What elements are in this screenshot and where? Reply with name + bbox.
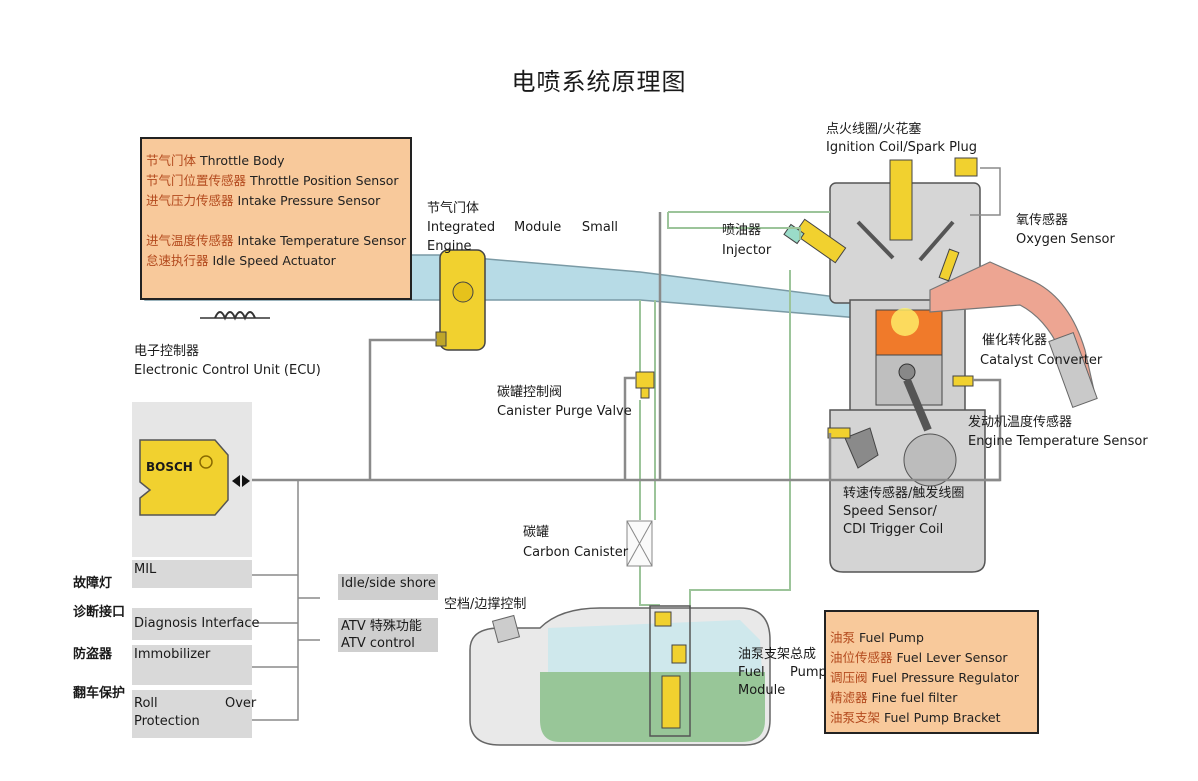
ecu-label-zh: 电子控制器 (134, 344, 200, 359)
temp-label-en: Engine Temperature Sensor (968, 434, 1148, 449)
oxygen-sensor-icon (938, 248, 960, 282)
temp-sensor-icon (952, 375, 974, 387)
fuel-info-box: 油泵 Fuel Pump 油位传感器 Fuel Lever Sensor 调压阀… (824, 610, 1039, 734)
fuel-row: 油泵支架 Fuel Pump Bracket (830, 710, 1001, 725)
neutral-label-zh: 空档/边撑控制 (444, 597, 527, 612)
bosch-logo: BOSCH (146, 460, 193, 474)
ignition-label-en: Ignition Coil/Spark Plug (826, 140, 978, 155)
speed-label-en2: CDI Trigger Coil (843, 522, 944, 537)
immo-bar (132, 645, 252, 685)
temp-label-zh: 发动机温度传感器 (968, 415, 1073, 430)
diag-label-en: Diagnosis Interface (134, 616, 260, 631)
purge-label-en: Canister Purge Valve (497, 404, 632, 419)
injector-icon (783, 218, 847, 264)
roll-label-en2: Over (225, 696, 257, 711)
canister-label-zh: 碳罐 (523, 525, 550, 540)
injector-label-zh: 喷油器 (722, 223, 762, 238)
roll-label-en1: Roll (134, 696, 158, 711)
mil-bar (132, 560, 252, 588)
speed-label-zh: 转速传感器/触发线圈 (843, 486, 965, 501)
roll-label-zh: 翻车保护 (73, 686, 126, 701)
catalyst-label-zh: 催化转化器 (982, 333, 1048, 348)
canister-label-en: Carbon Canister (523, 545, 629, 560)
throttle-body-icon (435, 249, 486, 351)
throttle-row: 节气门位置传感器 Throttle Position Sensor (146, 173, 399, 188)
module-small-label: Module Small (514, 220, 619, 235)
fuel-tank-icon (469, 605, 771, 746)
idle-side-label: Idle/side shore (341, 576, 436, 591)
throttle-row: 节气门体 Throttle Body (146, 153, 285, 168)
oxygen-label-en: Oxygen Sensor (1016, 232, 1115, 247)
carbon-canister-icon (626, 520, 653, 567)
fuel-row: 油位传感器 Fuel Lever Sensor (830, 650, 1008, 665)
engine-label: Engine (427, 239, 472, 254)
ecu-icon (139, 439, 229, 516)
ignition-label-zh: 点火线圈/火花塞 (826, 122, 922, 137)
purge-valve-icon (635, 371, 655, 399)
throttle-row: 进气压力传感器 Intake Pressure Sensor (146, 193, 381, 208)
immo-label-zh: 防盗器 (73, 647, 113, 662)
throttle-row: 怠速执行器 Idle Speed Actuator (146, 253, 336, 268)
pump-label-en3: Module (738, 683, 786, 698)
purge-label-zh: 碳罐控制阀 (497, 385, 563, 400)
oxygen-label-zh: 氧传感器 (1016, 213, 1069, 228)
pump-label-zh: 油泵支架总成 (738, 647, 817, 662)
air-inlet-coil (214, 311, 256, 321)
throttle-row: 进气温度传感器 Intake Temperature Sensor (146, 233, 407, 248)
catalyst-label-en: Catalyst Converter (980, 353, 1103, 368)
fuel-row: 调压阀 Fuel Pressure Regulator (830, 670, 1019, 685)
diag-bar (132, 608, 252, 640)
diagram-title: 电喷系统原理图 (511, 68, 687, 96)
fuel-row: 油泵 Fuel Pump (830, 630, 924, 645)
pump-label-en2: Pump (790, 665, 827, 680)
injector-label-en: Injector (722, 243, 772, 258)
mil-label-en: MIL (134, 562, 157, 577)
atv-bar (338, 618, 438, 652)
exhaust-pipe (929, 261, 1096, 403)
fuel-row: 精滤器 Fine fuel filter (830, 690, 958, 705)
mil-label-zh: 故障灯 (73, 576, 113, 591)
atv-label-en: ATV control (341, 636, 415, 651)
throttle-info-box: 节气门体 Throttle Body 节气门位置传感器 Throttle Pos… (140, 137, 412, 300)
throttle-label-zh: 节气门体 (427, 201, 480, 216)
pump-label-en1: Fuel (738, 665, 765, 680)
immo-label-en: Immobilizer (134, 647, 211, 662)
ecu-label-en: Electronic Control Unit (ECU) (134, 363, 321, 378)
idle-side-bar (338, 574, 438, 600)
speed-sensor-icon (827, 427, 879, 469)
atv-label-zh: ATV 特殊功能 (341, 619, 422, 634)
speed-label-en1: Speed Sensor/ (843, 504, 937, 519)
integrated-label: Integrated (427, 220, 496, 235)
roll-bar (132, 690, 252, 738)
roll-label-en3: Protection (134, 714, 200, 729)
diag-label-zh: 诊断接口 (73, 605, 126, 620)
